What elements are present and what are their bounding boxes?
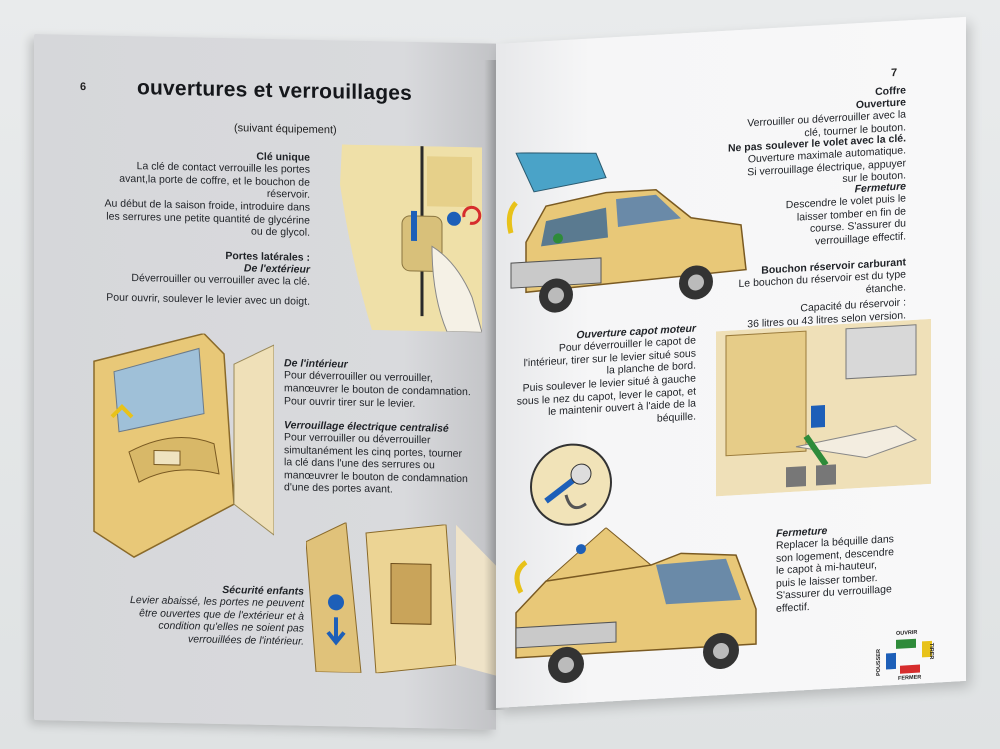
child-safety-illustration [306, 521, 496, 676]
interieur-text: Pour déverrouiller ou verrouiller, manœu… [284, 369, 471, 398]
left-page: 6 ouvertures et verrouillages (suivant é… [34, 34, 496, 730]
pour-ouvrir-text: Pour ouvrir, soulever le levier avec un … [106, 291, 310, 308]
legend-fermer: FERMER [898, 674, 922, 682]
door-handle-illustration [340, 144, 482, 333]
lock-rotate-icon [447, 205, 482, 226]
fermeture-text: Descendre le volet puis le laisser tombe… [785, 192, 906, 248]
legend-red-swatch [900, 664, 920, 674]
hood-latch-detail [530, 443, 612, 526]
puis-text: Puis soulever le levier situé à gauche s… [516, 372, 696, 425]
right-page: 7 Coffre Ouverture Verrouiller ou déverr… [496, 16, 966, 709]
legend-blue-swatch [886, 652, 896, 670]
legend-ouvrir: OUVRIR [896, 629, 918, 637]
legend-tirer: TIRER [928, 642, 934, 660]
page-title: ouvertures et verrouillages [137, 76, 413, 105]
page-number-right: 7 [891, 66, 898, 80]
verrouillage-text: Pour verrouiller ou déverrouiller simult… [284, 431, 468, 496]
saison-text: Au début de la saison froide, introduire… [104, 197, 310, 239]
page-subtitle: (suivant équipement) [234, 122, 337, 137]
door-interior-illustration [93, 332, 274, 558]
action-legend: OUVRIR TIRER POUSSER FERMER [876, 628, 954, 687]
securite-text: Levier abaissé, les portes ne peuvent êt… [130, 594, 304, 648]
car-hood-illustration [514, 526, 757, 683]
cle-unique-text: La clé de contact verrouille les portes … [119, 160, 310, 201]
car-tailgate-illustration [506, 152, 747, 313]
hood-lever-illustration [716, 318, 931, 497]
legend-green-swatch [896, 638, 916, 649]
legend-pousser: POUSSER [876, 648, 882, 677]
fermeture2-text: Replacer la béquille dans son logement, … [776, 533, 894, 615]
page-number-left: 6 [80, 80, 87, 94]
